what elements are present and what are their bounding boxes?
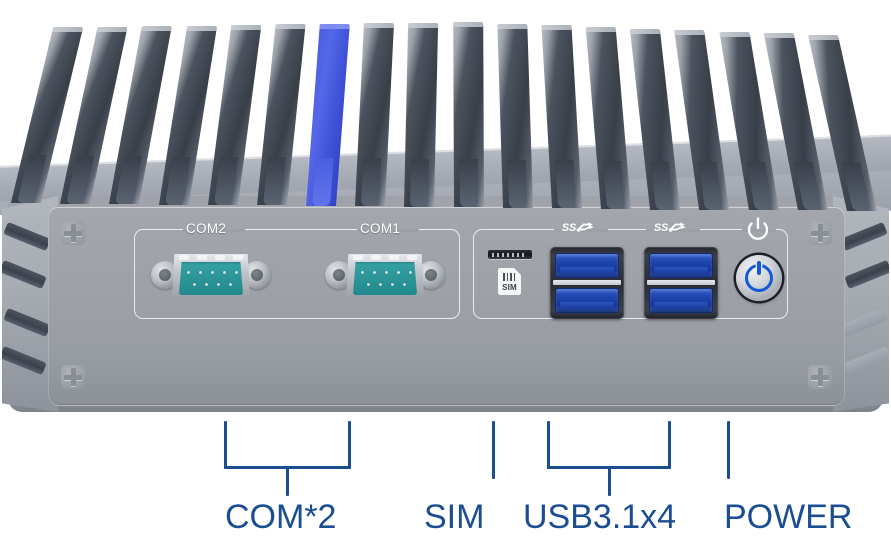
fin-top-edge <box>319 23 350 29</box>
fin-top-edge <box>674 30 706 36</box>
fin-top-edge <box>763 33 795 39</box>
screw-bottom-right <box>808 365 832 389</box>
fin-foot <box>361 158 382 207</box>
db9-pin <box>235 271 239 275</box>
db9-pin <box>193 283 197 287</box>
screw-top-right <box>808 221 832 245</box>
heatsink-fin <box>497 23 533 208</box>
com2-db9-connector[interactable] <box>151 250 271 302</box>
svg-text:SS: SS <box>562 222 577 234</box>
db9-pin <box>409 271 413 275</box>
io-port-group: SS SS <box>473 217 788 319</box>
db9-pin <box>397 271 401 275</box>
fin-foot <box>312 157 334 206</box>
fin-top-edge <box>230 25 262 31</box>
fin-top-edge <box>408 22 439 28</box>
fin-top-edge <box>452 22 483 28</box>
superspeed-usb-icon: SS <box>561 219 601 235</box>
fin-foot <box>410 158 430 207</box>
svg-text:SS: SS <box>654 222 669 234</box>
db9-pin <box>361 271 365 275</box>
db9-pin <box>199 271 203 275</box>
power-button[interactable] <box>736 255 782 301</box>
db9-pin <box>223 271 227 275</box>
db9-pin <box>229 283 233 287</box>
fin-top-edge <box>141 26 173 32</box>
db9-insert <box>179 262 243 295</box>
db9-pin <box>211 271 215 275</box>
screw-top-left <box>61 221 85 245</box>
db9-pin <box>373 271 377 275</box>
heatsink-fin <box>404 22 439 207</box>
power-button-bar <box>757 261 761 275</box>
fin-top-edge <box>807 34 840 40</box>
fin-top-edge <box>363 23 395 29</box>
db9-insert <box>353 262 417 295</box>
callout-power-label: POWER <box>724 498 853 536</box>
db9-pin <box>217 283 221 287</box>
sim-icon-label: SIM <box>502 283 517 292</box>
sim-card-icon: SIM <box>498 268 521 295</box>
com-port-group: COM2 COM1 <box>134 221 460 319</box>
usb-port[interactable] <box>649 288 713 313</box>
fin-top-edge <box>630 28 661 34</box>
fin-top-edge <box>541 25 572 31</box>
fin-top-edge <box>185 25 217 31</box>
io-faceplate: COM2 COM1 <box>48 206 845 406</box>
fin-top-edge <box>719 31 750 37</box>
db9-pin <box>187 271 191 275</box>
usb-port-stack-right[interactable] <box>644 247 718 319</box>
usb-port-stack-left[interactable] <box>550 247 624 319</box>
db9-pin <box>385 271 389 275</box>
db9-pin <box>367 283 371 287</box>
fin-top-edge <box>96 26 128 32</box>
com2-label: COM2 <box>186 221 227 236</box>
usb-port[interactable] <box>555 288 619 313</box>
fin-foot <box>459 159 478 208</box>
callout-sim-label: SIM <box>424 498 485 536</box>
usb-port[interactable] <box>649 253 713 278</box>
fin-top-edge <box>585 27 617 33</box>
callout-com-label: COM*2 <box>225 498 337 536</box>
power-symbol-icon <box>746 216 770 242</box>
heatsink-fins <box>0 0 891 215</box>
db9-pin <box>391 283 395 287</box>
usb-port[interactable] <box>555 253 619 278</box>
callout-usb-label: USB3.1x4 <box>523 498 677 536</box>
fin-top-edge <box>52 27 84 33</box>
fin-top-edge <box>497 23 528 29</box>
fin-top-edge <box>274 24 306 30</box>
fin-foot <box>507 159 527 208</box>
db9-pin <box>205 283 209 287</box>
fin-foot <box>555 160 576 209</box>
com1-db9-connector[interactable] <box>325 250 445 302</box>
heatsink-fin <box>452 22 484 208</box>
db9-tabs <box>179 255 243 261</box>
superspeed-usb-icon: SS <box>653 219 693 235</box>
com1-label: COM1 <box>360 221 401 236</box>
db9-tabs <box>353 255 417 261</box>
sim-card-slot[interactable] <box>488 250 532 259</box>
db9-pin <box>403 283 407 287</box>
db9-pin <box>379 283 383 287</box>
screw-bottom-left <box>61 365 85 389</box>
chassis: COM2 COM1 <box>2 196 889 412</box>
